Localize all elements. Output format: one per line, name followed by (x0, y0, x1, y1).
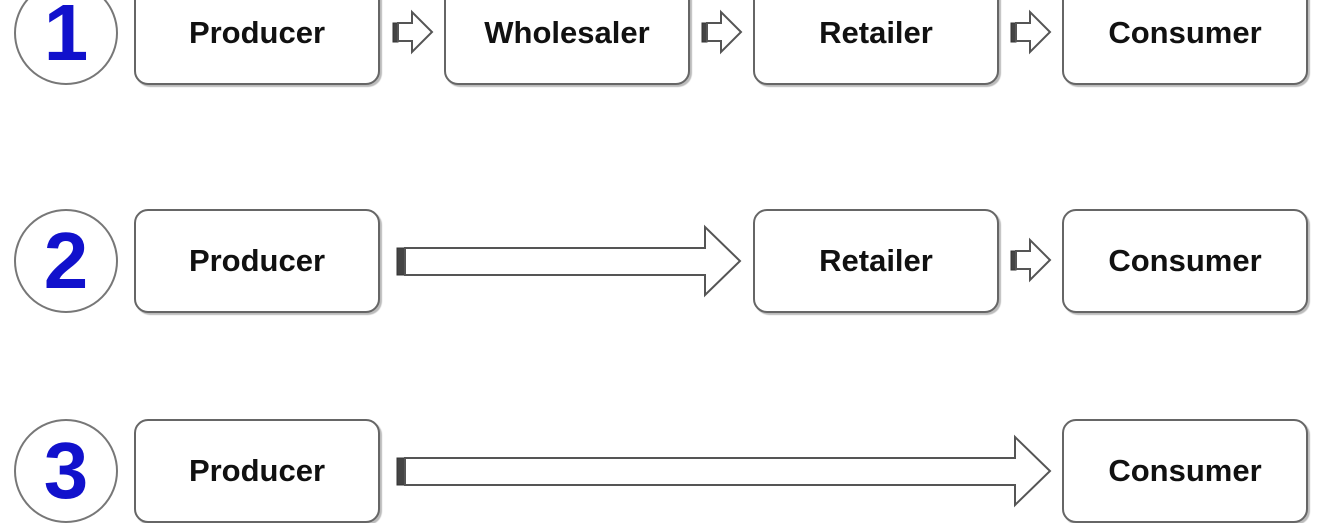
arrow-row3-producer-to-consumer (396, 434, 1052, 508)
row1-producer-node: Producer (134, 0, 380, 85)
row3-producer-node: Producer (134, 419, 380, 523)
row1-consumer-node: Consumer (1062, 0, 1308, 85)
channel-number-2: 2 (14, 209, 118, 313)
arrow-row1-wholesaler-to-retailer (701, 9, 743, 55)
row2-consumer-node: Consumer (1062, 209, 1308, 313)
channel-number-1: 1 (14, 0, 118, 85)
arrow-row1-producer-to-wholesaler (392, 9, 434, 55)
row2-retailer-node: Retailer (753, 209, 999, 313)
row3-consumer-node: Consumer (1062, 419, 1308, 523)
arrow-row1-retailer-to-consumer (1010, 9, 1052, 55)
arrow-row2-retailer-to-consumer (1010, 237, 1052, 283)
row1-retailer-node: Retailer (753, 0, 999, 85)
row1-wholesaler-node: Wholesaler (444, 0, 690, 85)
arrow-row2-producer-to-retailer (396, 224, 742, 298)
row2-producer-node: Producer (134, 209, 380, 313)
